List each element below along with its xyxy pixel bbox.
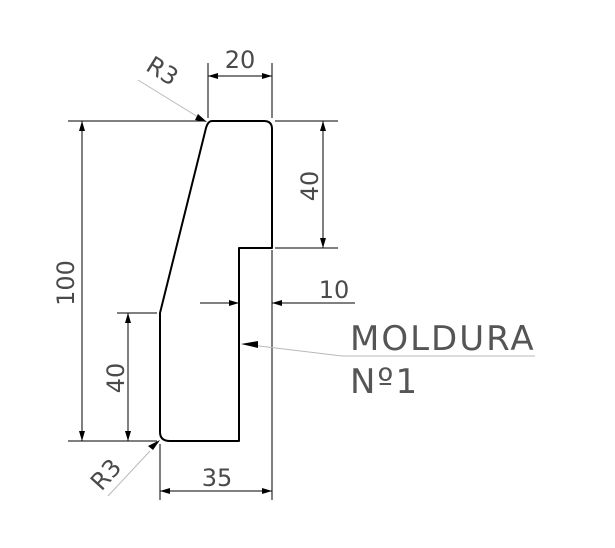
part-number: Nº1 — [350, 362, 419, 402]
dimension-text: 40 — [102, 363, 130, 394]
dimension-top-width: 20 — [207, 46, 273, 118]
arrow-icon — [320, 121, 326, 131]
dimension-text: 35 — [202, 464, 233, 492]
arrow-icon — [195, 114, 207, 122]
arrow-icon — [125, 431, 131, 441]
dimension-total-height: 100 — [52, 120, 205, 442]
dimension-text: 100 — [52, 260, 80, 306]
arrow-icon — [262, 73, 272, 79]
label-leader — [241, 341, 535, 357]
molding-profile — [159, 120, 273, 442]
arrow-icon — [320, 238, 326, 248]
arrow-icon — [262, 488, 272, 494]
arrow-icon — [125, 313, 131, 323]
arrow-icon — [79, 121, 85, 131]
dimension-left-height: 40 — [102, 312, 157, 441]
dimension-text: 10 — [319, 276, 350, 304]
dimension-right-height: 40 — [275, 120, 338, 249]
dimension-text: 40 — [296, 171, 324, 202]
radius-top: R3 — [137, 51, 207, 122]
radius-bottom: R3 — [85, 440, 160, 497]
part-name: MOLDURA — [350, 319, 536, 359]
arrow-icon — [272, 300, 282, 306]
arrow-icon — [208, 73, 218, 79]
arrow-icon — [148, 440, 160, 450]
dimension-step-width: 10 — [200, 276, 355, 306]
arrow-icon — [79, 431, 85, 441]
dimension-text: R3 — [85, 453, 127, 495]
dimension-text: 20 — [225, 46, 256, 74]
arrow-icon — [229, 300, 239, 306]
dimension-bottom-width: 35 — [159, 250, 273, 500]
arrow-icon — [160, 488, 170, 494]
arrow-icon — [241, 341, 258, 348]
